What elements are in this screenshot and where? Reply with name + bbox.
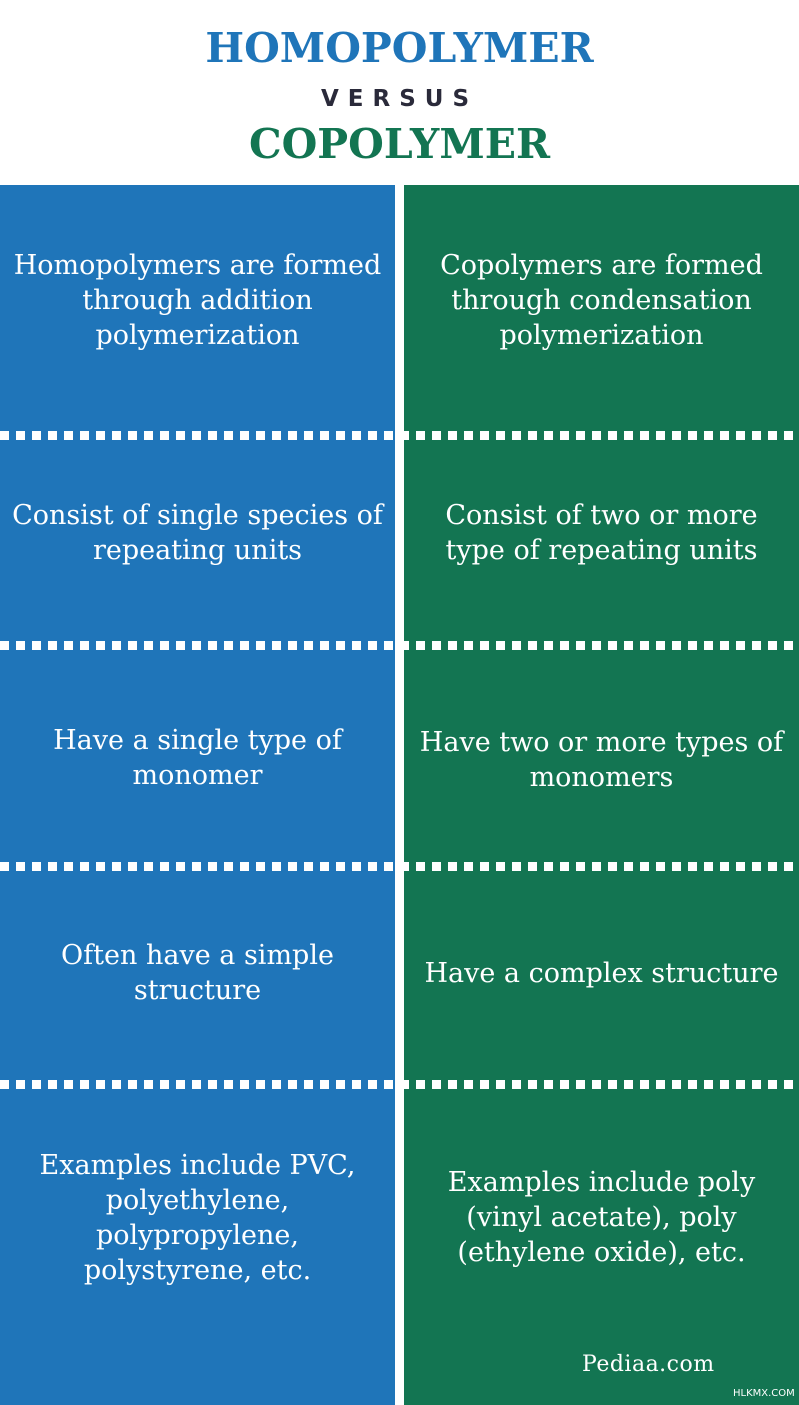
pediaa-logo: Pediaa.com <box>582 1352 715 1377</box>
row-divider <box>0 641 799 650</box>
row-divider <box>0 862 799 871</box>
row-divider <box>0 431 799 440</box>
header: HOMOPOLYMER VERSUS COPOLYMER <box>0 0 799 185</box>
copolymer-monomer-text: Have two or more types of monomers <box>419 727 784 793</box>
homopolymer-column <box>0 185 395 1405</box>
copolymer-formation-text: Copolymers are formed through condensati… <box>440 249 763 351</box>
homopolymer-structure-text: Often have a simple structure <box>61 940 334 1006</box>
copolymer-structure-text: Have a complex structure <box>424 957 779 989</box>
copolymer-repeating-units-text: Consist of two or more type of repeating… <box>445 499 758 566</box>
homopolymer-monomer-text: Have a single type of monomer <box>53 725 342 791</box>
homopolymer-examples-text: Examples include PVC, polyethylene, poly… <box>39 1149 356 1286</box>
title-homopolymer: HOMOPOLYMER <box>205 24 594 72</box>
row-divider <box>0 1080 799 1089</box>
versus-label: VERSUS <box>320 86 479 112</box>
watermark: HLKMX.COM <box>733 1388 795 1399</box>
copolymer-examples-text: Examples include poly (vinyl acetate), p… <box>447 1167 756 1268</box>
copolymer-column <box>404 185 799 1405</box>
homopolymer-formation-text: Homopolymers are formed through addition… <box>13 249 382 351</box>
homopolymer-repeating-units-text: Consist of single species of repeating u… <box>12 499 383 566</box>
title-copolymer: COPOLYMER <box>248 120 551 168</box>
